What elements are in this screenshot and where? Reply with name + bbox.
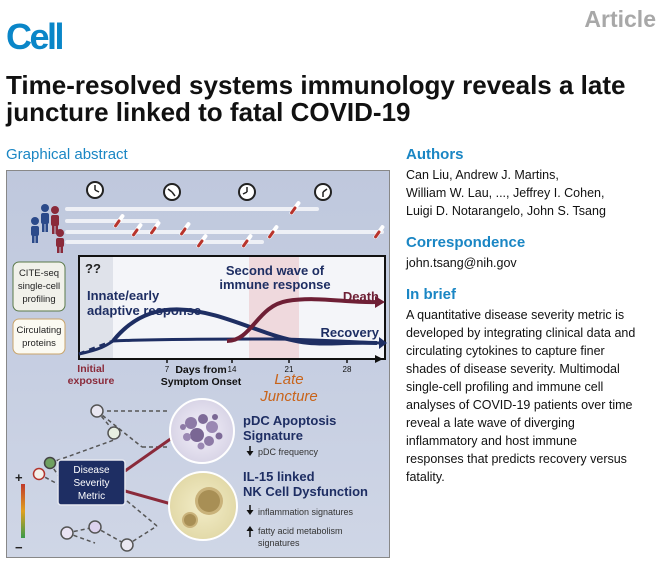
severity-line-2: Severity — [73, 478, 109, 489]
initial-exposure-line-2: exposure — [68, 375, 115, 387]
in-brief-line: single-cell profiling and immune cell — [406, 380, 604, 394]
circulating-proteins-box: Circulating proteins — [12, 318, 66, 355]
pdc-title-line-1: pDC Apoptosis — [243, 413, 336, 428]
clock-icon — [314, 183, 332, 201]
recovery-label: Recovery — [320, 325, 379, 340]
initial-exposure-line-1: Initial — [77, 363, 105, 375]
cite-seq-line-3: profiling — [22, 294, 55, 305]
il15-title-line-1: IL-15 linked — [243, 469, 315, 484]
second-wave-line-1: Second wave of — [226, 263, 325, 278]
minus-sign: − — [15, 540, 23, 555]
down-arrow-icon — [246, 446, 254, 456]
innate-label-line-2: adaptive response — [87, 303, 201, 318]
article-type-label: Article — [584, 6, 656, 32]
authors-heading: Authors — [406, 146, 464, 163]
death-label: Death — [343, 289, 379, 304]
x-tick-7: 7 — [165, 365, 170, 374]
correspondence-email[interactable]: john.tsang@nih.gov — [406, 256, 517, 270]
late-juncture-line-1: Late — [274, 371, 303, 388]
in-brief-line: shades of disease severity. Multimodal — [406, 362, 620, 376]
authors-list: Can Liu, Andrew J. Martins, William W. L… — [406, 166, 658, 220]
clock-icon — [163, 183, 181, 201]
x-tick-28: 28 — [343, 365, 352, 374]
summary-column: Authors Can Liu, Andrew J. Martins, Will… — [406, 146, 658, 486]
in-brief-line: A quantitative disease severity metric i… — [406, 308, 625, 322]
il15-sub-2-line-2: signatures — [258, 538, 300, 548]
x-tick-21: 21 — [285, 365, 294, 374]
severity-scale: + − — [15, 470, 25, 555]
blood-tube-icons — [113, 201, 385, 248]
second-wave-line-2: immune response — [219, 277, 330, 292]
correspondence-heading: Correspondence — [406, 234, 526, 251]
severity-to-pdc-connector — [124, 431, 180, 473]
pdc-title-line-2: Signature — [243, 428, 303, 443]
circulating-line-1: Circulating — [17, 325, 62, 336]
clock-icon — [86, 181, 104, 199]
cite-seq-line-2: single-cell — [18, 281, 60, 292]
in-brief-line: analyses of COVID-19 patients over time — [406, 398, 633, 412]
graphical-abstract-svg: CITE-seq single-cell profiling Circulati… — [12, 181, 387, 555]
death-curve — [226, 297, 378, 343]
x-axis-title-line-2: Symptom Onset — [161, 376, 242, 388]
x-tick-14: 14 — [228, 365, 237, 374]
cite-seq-box: CITE-seq single-cell profiling — [12, 261, 66, 312]
graphical-abstract-heading: Graphical abstract — [6, 146, 128, 163]
patients-icon — [31, 204, 64, 253]
down-arrow-icon — [246, 505, 254, 515]
il15-sub-2-line-1: fatty acid metabolism — [258, 526, 343, 536]
in-brief-line: developed by integrating clinical data a… — [406, 326, 636, 340]
in-brief-line: responses that predicts recovery versus — [406, 452, 627, 466]
severity-line-3: Metric — [78, 491, 105, 502]
authors-line-3: Luigi D. Notarangelo, John S. Tsang — [406, 204, 606, 218]
pdc-apoptosis-cell-icon — [169, 398, 235, 464]
graphical-abstract-figure: CITE-seq single-cell profiling Circulati… — [6, 170, 390, 558]
up-arrow-icon — [246, 526, 254, 537]
innate-response-curve — [111, 307, 378, 346]
x-axis: 7 14 21 28 Initial exposure Days from Sy… — [68, 355, 383, 388]
late-juncture-line-2: Juncture — [259, 388, 318, 405]
il15-title-line-2: NK Cell Dysfunction — [243, 484, 368, 499]
in-brief-line: reveal a late wave of diverging — [406, 416, 575, 430]
in-brief-line: fatality. — [406, 470, 445, 484]
death-arrowhead — [375, 296, 385, 308]
x-axis-title-line-1: Days from — [175, 364, 226, 376]
in-brief-heading: In brief — [406, 286, 457, 303]
innate-label-line-1: Innate/early — [87, 288, 160, 303]
plus-sign: + — [15, 470, 23, 485]
pdc-sub-label: pDC frequency — [258, 447, 319, 457]
authors-line-2: William W. Lau, ..., Jeffrey I. Cohen, — [406, 186, 605, 200]
article-title: Time-resolved systems immunology reveals… — [6, 70, 626, 127]
question-marks: ?? — [85, 261, 101, 276]
time-course-panel: ?? Innate/early adaptive response Second… — [78, 255, 387, 360]
authors-line-1: Can Liu, Andrew J. Martins, — [406, 168, 559, 182]
sampling-timelines — [65, 207, 384, 244]
il15-sub-1: inflammation signatures — [258, 507, 354, 517]
severity-line-1: Disease — [73, 465, 110, 476]
circulating-line-2: proteins — [22, 338, 56, 349]
in-brief-line: circulating cytokines to capture finer — [406, 344, 605, 358]
in-brief-line: inflammatory and host immune — [406, 434, 577, 448]
nk-cell-icon — [168, 471, 238, 541]
clock-icon — [238, 183, 256, 201]
cite-seq-line-1: CITE-seq — [19, 268, 59, 279]
disease-severity-metric-box: Disease Severity Metric — [57, 459, 126, 506]
journal-logo: Cell — [6, 16, 65, 57]
recovery-arrowhead — [379, 337, 387, 349]
in-brief-text: A quantitative disease severity metric i… — [406, 306, 658, 486]
recovery-curve — [78, 337, 380, 356]
